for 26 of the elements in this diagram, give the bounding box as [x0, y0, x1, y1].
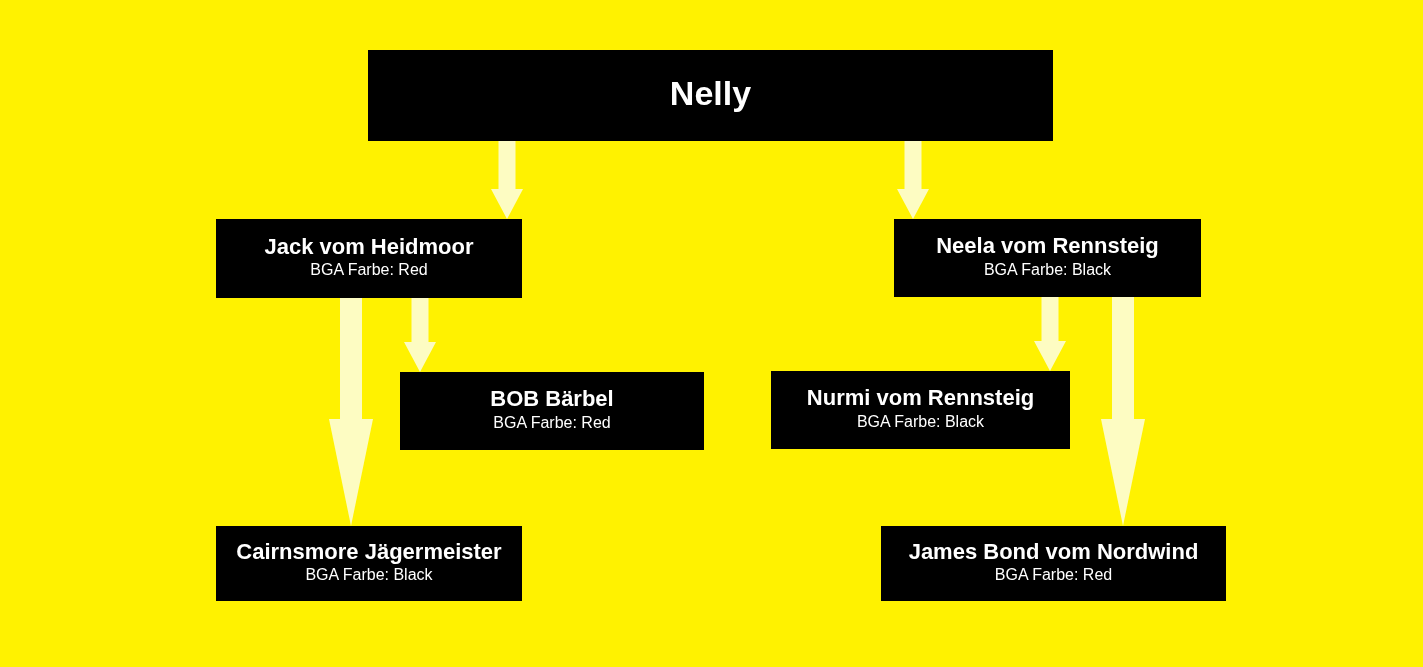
- name-box: [216, 219, 522, 298]
- block-arrow: [1034, 297, 1066, 371]
- block-arrow: [491, 141, 523, 219]
- dog-name: BOB Bärbel: [490, 385, 614, 413]
- name-box: [881, 526, 1226, 601]
- block-arrow: [404, 298, 436, 372]
- dog-name: Jack vom Heidmoor: [264, 232, 474, 261]
- name-box: [894, 219, 1201, 297]
- dog-name: Nelly: [669, 73, 752, 115]
- dog-name: Cairnsmore Jägermeister: [236, 537, 502, 566]
- colour-note: BGA Farbe: Black: [856, 411, 985, 432]
- colour-note: BGA Farbe: Black: [983, 259, 1112, 280]
- block-arrow: [1101, 297, 1145, 526]
- name-box: [216, 526, 522, 601]
- colour-note: BGA Farbe: Black: [305, 565, 433, 586]
- colour-note: BGA Farbe: Red: [994, 565, 1113, 586]
- dog-name: James Bond vom Nordwind: [908, 537, 1199, 566]
- dog-name: Neela vom Rennsteig: [936, 232, 1159, 260]
- block-arrow: [329, 298, 373, 526]
- dog-name: Nurmi vom Rennsteig: [806, 384, 1035, 412]
- name-box: [400, 372, 704, 450]
- name-box: [368, 50, 1053, 141]
- block-arrow: [897, 141, 929, 219]
- name-box: [771, 371, 1070, 449]
- colour-note: BGA Farbe: Red: [310, 260, 428, 281]
- colour-note: BGA Farbe: Red: [493, 412, 611, 433]
